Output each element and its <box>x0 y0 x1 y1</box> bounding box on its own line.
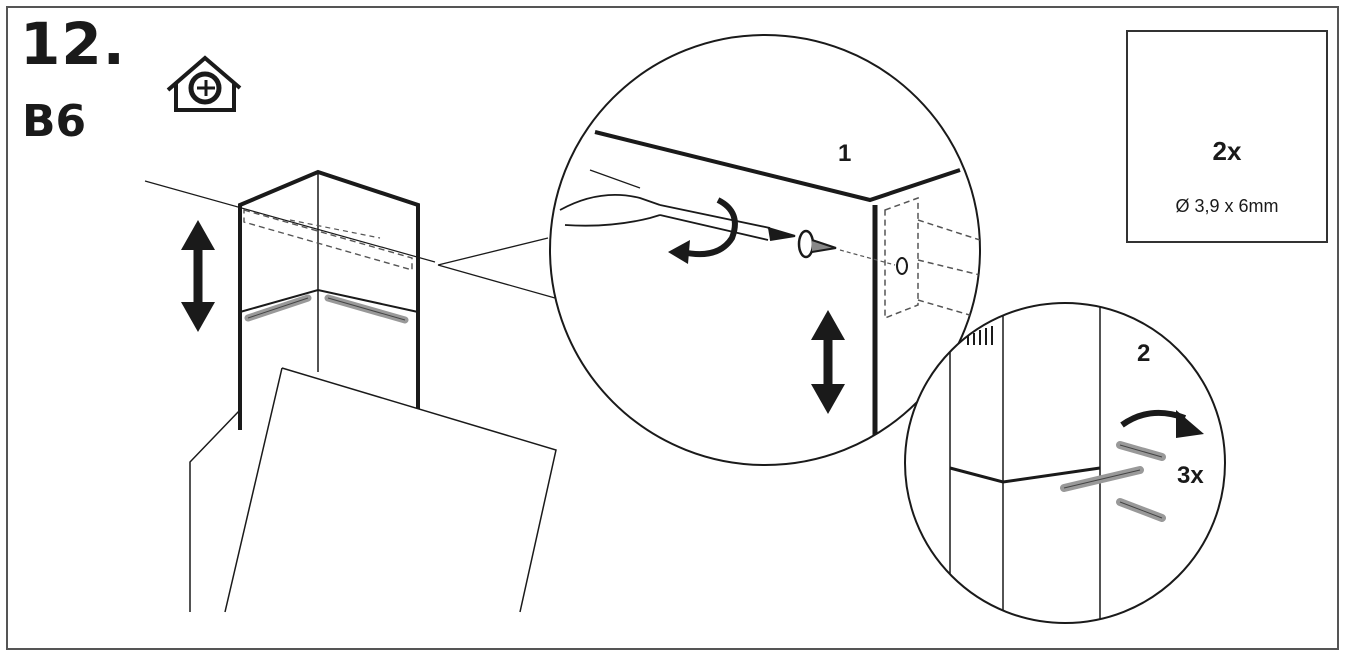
parts-box: 2x Ø 3,9 x 6mm <box>1126 30 1328 243</box>
screw-quantity: 2x <box>1212 136 1242 166</box>
curved-arrow-icon <box>1120 409 1204 438</box>
callout-step-2: 2 <box>1137 340 1151 367</box>
house-chimney-icon <box>166 55 242 112</box>
diagram-frame <box>6 6 1339 650</box>
detail-circle-2 <box>904 302 1226 624</box>
callout-step-1: 1 <box>838 140 852 167</box>
clip-quantity: 3x <box>1177 462 1204 489</box>
hood-chimney <box>144 169 557 613</box>
double-arrow-vertical-icon <box>811 310 845 414</box>
canopy-panel <box>281 367 557 613</box>
screw-spec: Ø 3,9 x 6mm <box>1175 196 1279 216</box>
double-arrow-vertical-icon <box>181 220 215 332</box>
reference-line <box>144 180 436 263</box>
step-number: 12. <box>20 10 126 78</box>
rotate-arrow-icon <box>668 197 738 264</box>
bracket-dashed <box>243 209 413 271</box>
step-variant: B6 <box>22 96 87 147</box>
detail-circle-1 <box>549 34 981 466</box>
